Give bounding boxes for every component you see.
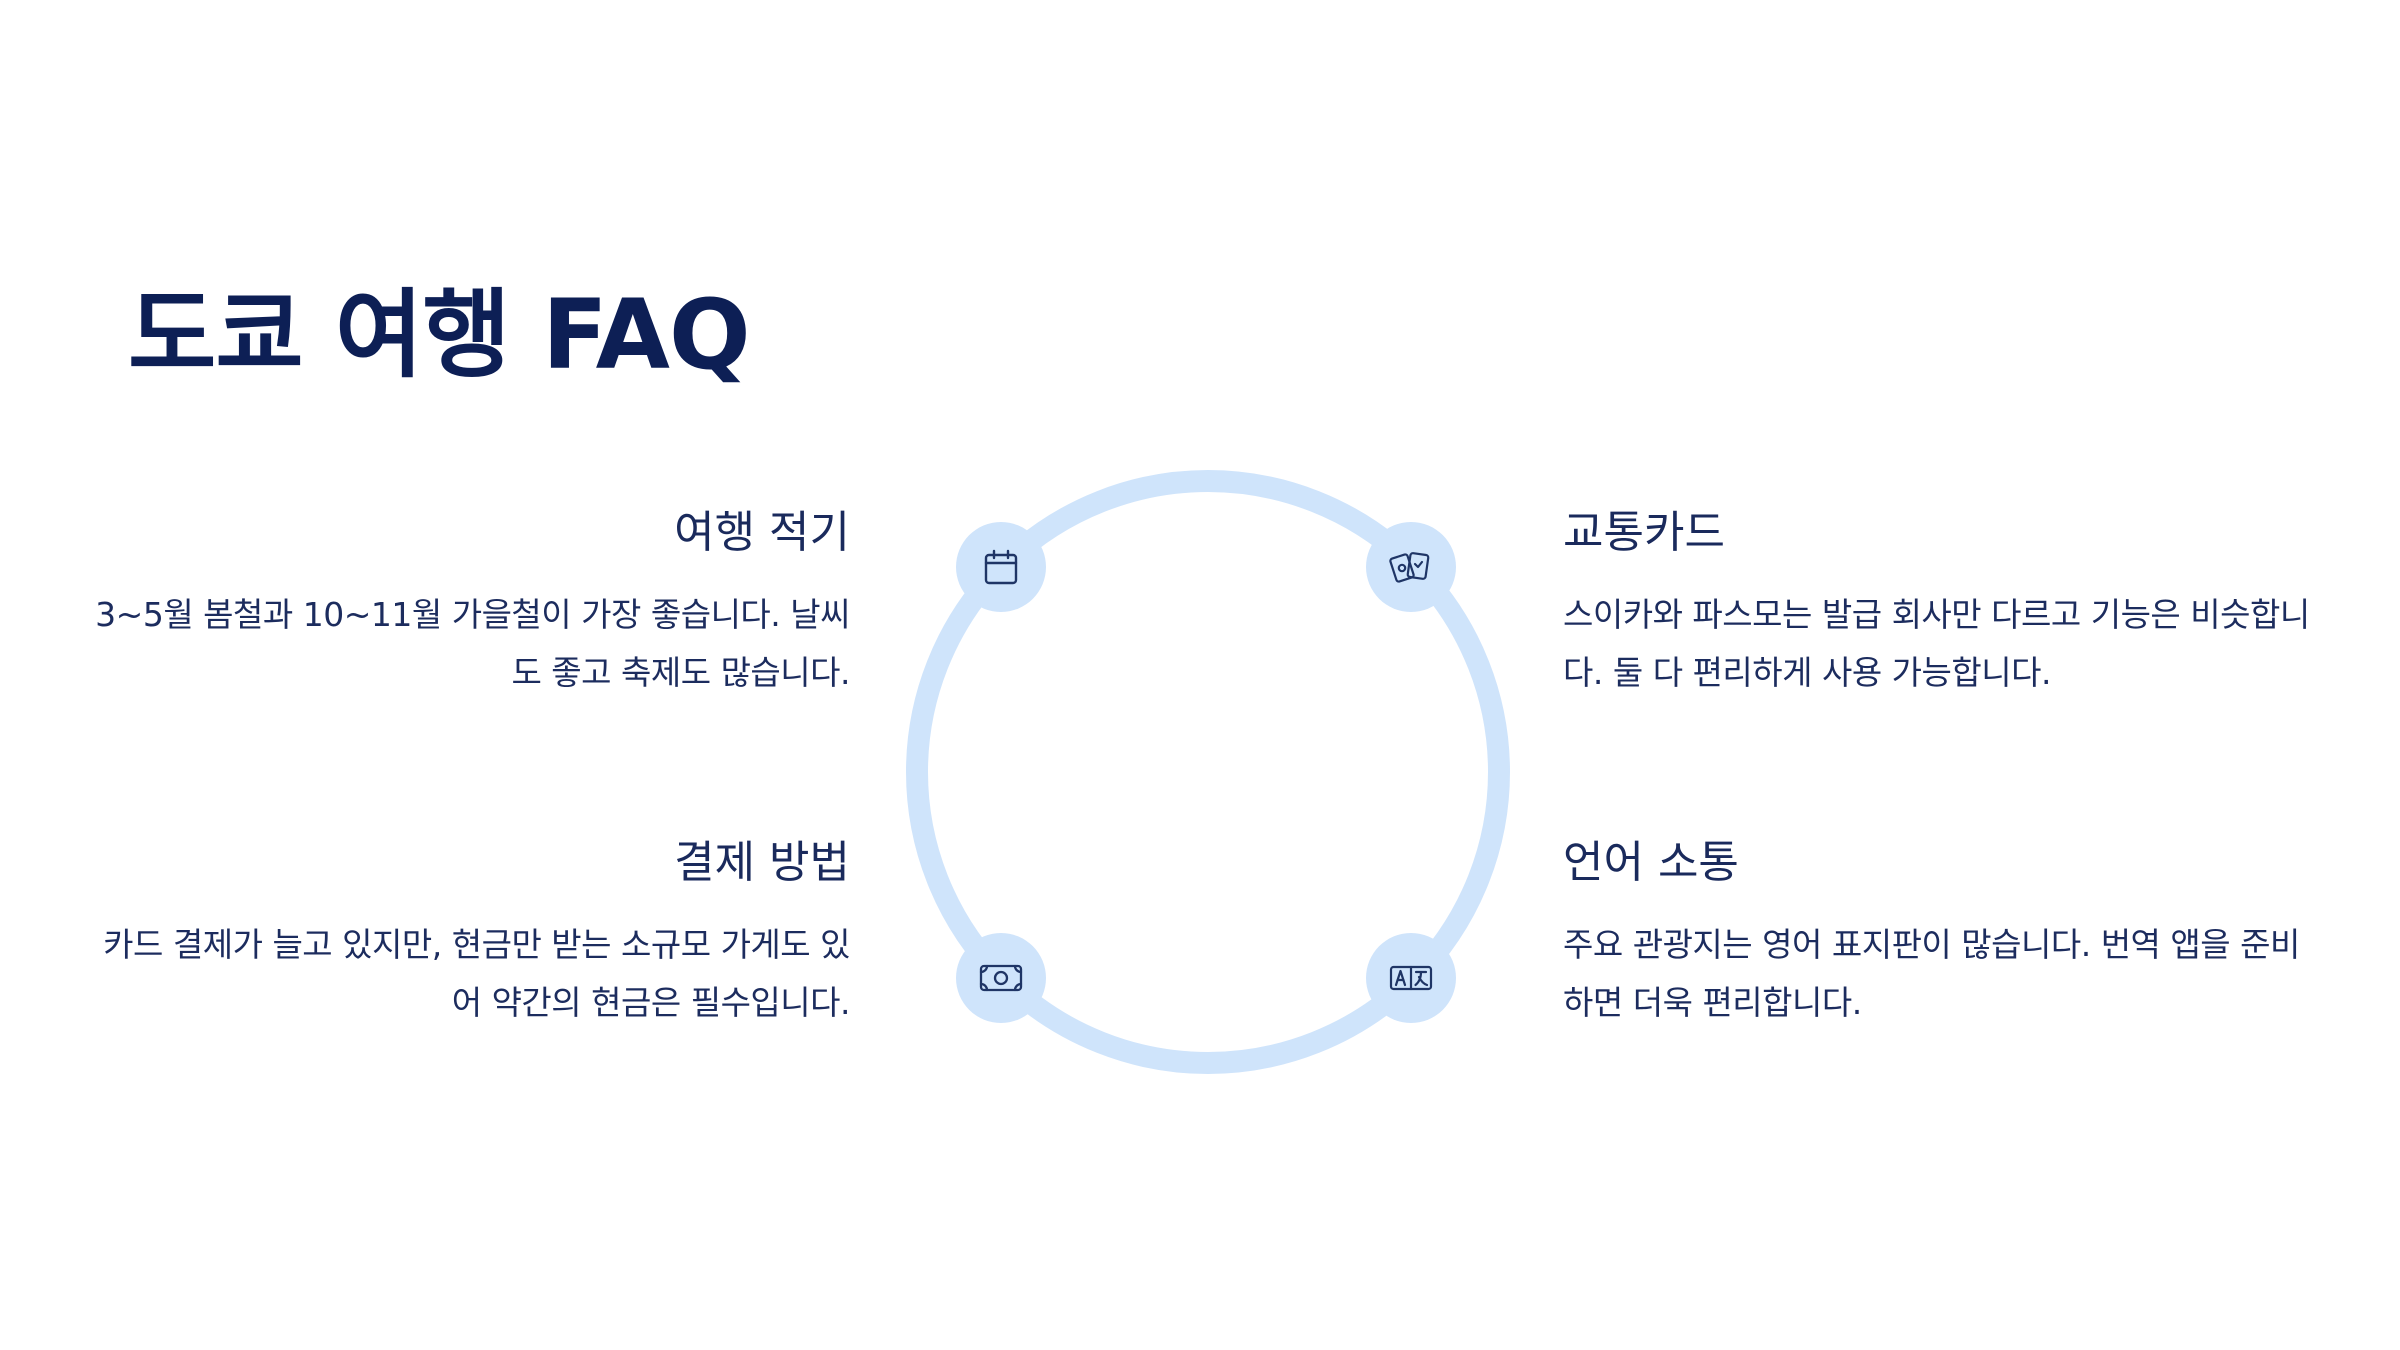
faq-heading: 결제 방법 xyxy=(674,837,850,888)
faq-item-payment: 결제 방법 카드 결제가 늘고 있지만, 현금만 받는 소규모 가게도 있어 약… xyxy=(90,834,850,1032)
translate-icon-node xyxy=(1366,933,1456,1023)
cards-icon xyxy=(1389,552,1430,583)
faq-body: 주요 관광지는 영어 표지판이 많습니다. 번역 앱을 준비하면 더욱 편리합니… xyxy=(1563,925,2300,1022)
faq-heading: 교통카드 xyxy=(1563,507,1725,558)
calendar-icon xyxy=(984,549,1018,585)
faq-body: 스이카와 파스모는 발급 회사만 다르고 기능은 비슷합니다. 둘 다 편리하게… xyxy=(1563,595,2310,692)
calendar-icon-node xyxy=(956,522,1046,612)
faq-body: 카드 결제가 늘고 있지만, 현금만 받는 소규모 가게도 있어 약간의 현금은… xyxy=(103,925,850,1022)
page-title: 도쿄 여행 FAQ xyxy=(128,279,751,391)
translate-icon xyxy=(1389,965,1433,991)
faq-heading: 언어 소통 xyxy=(1563,837,1739,888)
faq-item-best-season: 여행 적기 3~5월 봄철과 10~11월 가을철이 가장 좋습니다. 날씨도 … xyxy=(90,504,850,702)
banknote-icon xyxy=(979,964,1023,992)
banknote-icon-node xyxy=(956,933,1046,1023)
faq-item-transit-card: 교통카드 스이카와 파스모는 발급 회사만 다르고 기능은 비슷합니다. 둘 다… xyxy=(1563,504,2323,702)
faq-heading: 여행 적기 xyxy=(674,507,850,558)
faq-item-language: 언어 소통 주요 관광지는 영어 표지판이 많습니다. 번역 앱을 준비하면 더… xyxy=(1563,834,2323,1032)
cards-icon-node xyxy=(1366,522,1456,612)
faq-body: 3~5월 봄철과 10~11월 가을철이 가장 좋습니다. 날씨도 좋고 축제도… xyxy=(95,595,850,692)
